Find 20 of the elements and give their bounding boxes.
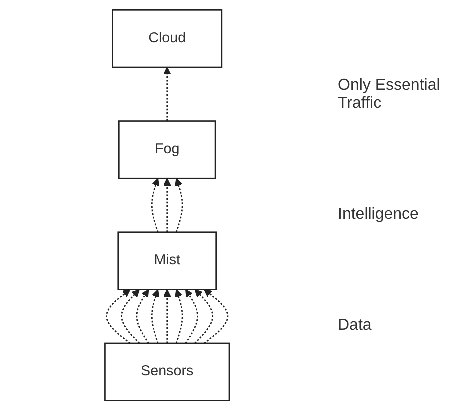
arrow xyxy=(174,178,183,233)
arrow xyxy=(151,178,160,233)
arrow xyxy=(194,289,214,344)
arrow xyxy=(106,289,130,344)
arrow xyxy=(136,289,150,344)
node-box: Sensors xyxy=(104,342,230,402)
arrow xyxy=(204,289,228,344)
arrow xyxy=(151,289,160,344)
layer-note: Only Essential Traffic xyxy=(338,76,442,112)
arrow xyxy=(163,67,171,122)
node-box: Fog xyxy=(118,120,216,180)
arrow xyxy=(120,289,140,344)
node-box: Cloud xyxy=(112,10,222,68)
layer-note: Data xyxy=(338,316,373,334)
arrow xyxy=(184,289,198,344)
arrow xyxy=(174,289,183,344)
arrow xyxy=(163,178,171,232)
layer-note: Intelligence xyxy=(338,206,420,224)
arrow xyxy=(163,289,171,344)
node-box: Mist xyxy=(117,232,217,290)
